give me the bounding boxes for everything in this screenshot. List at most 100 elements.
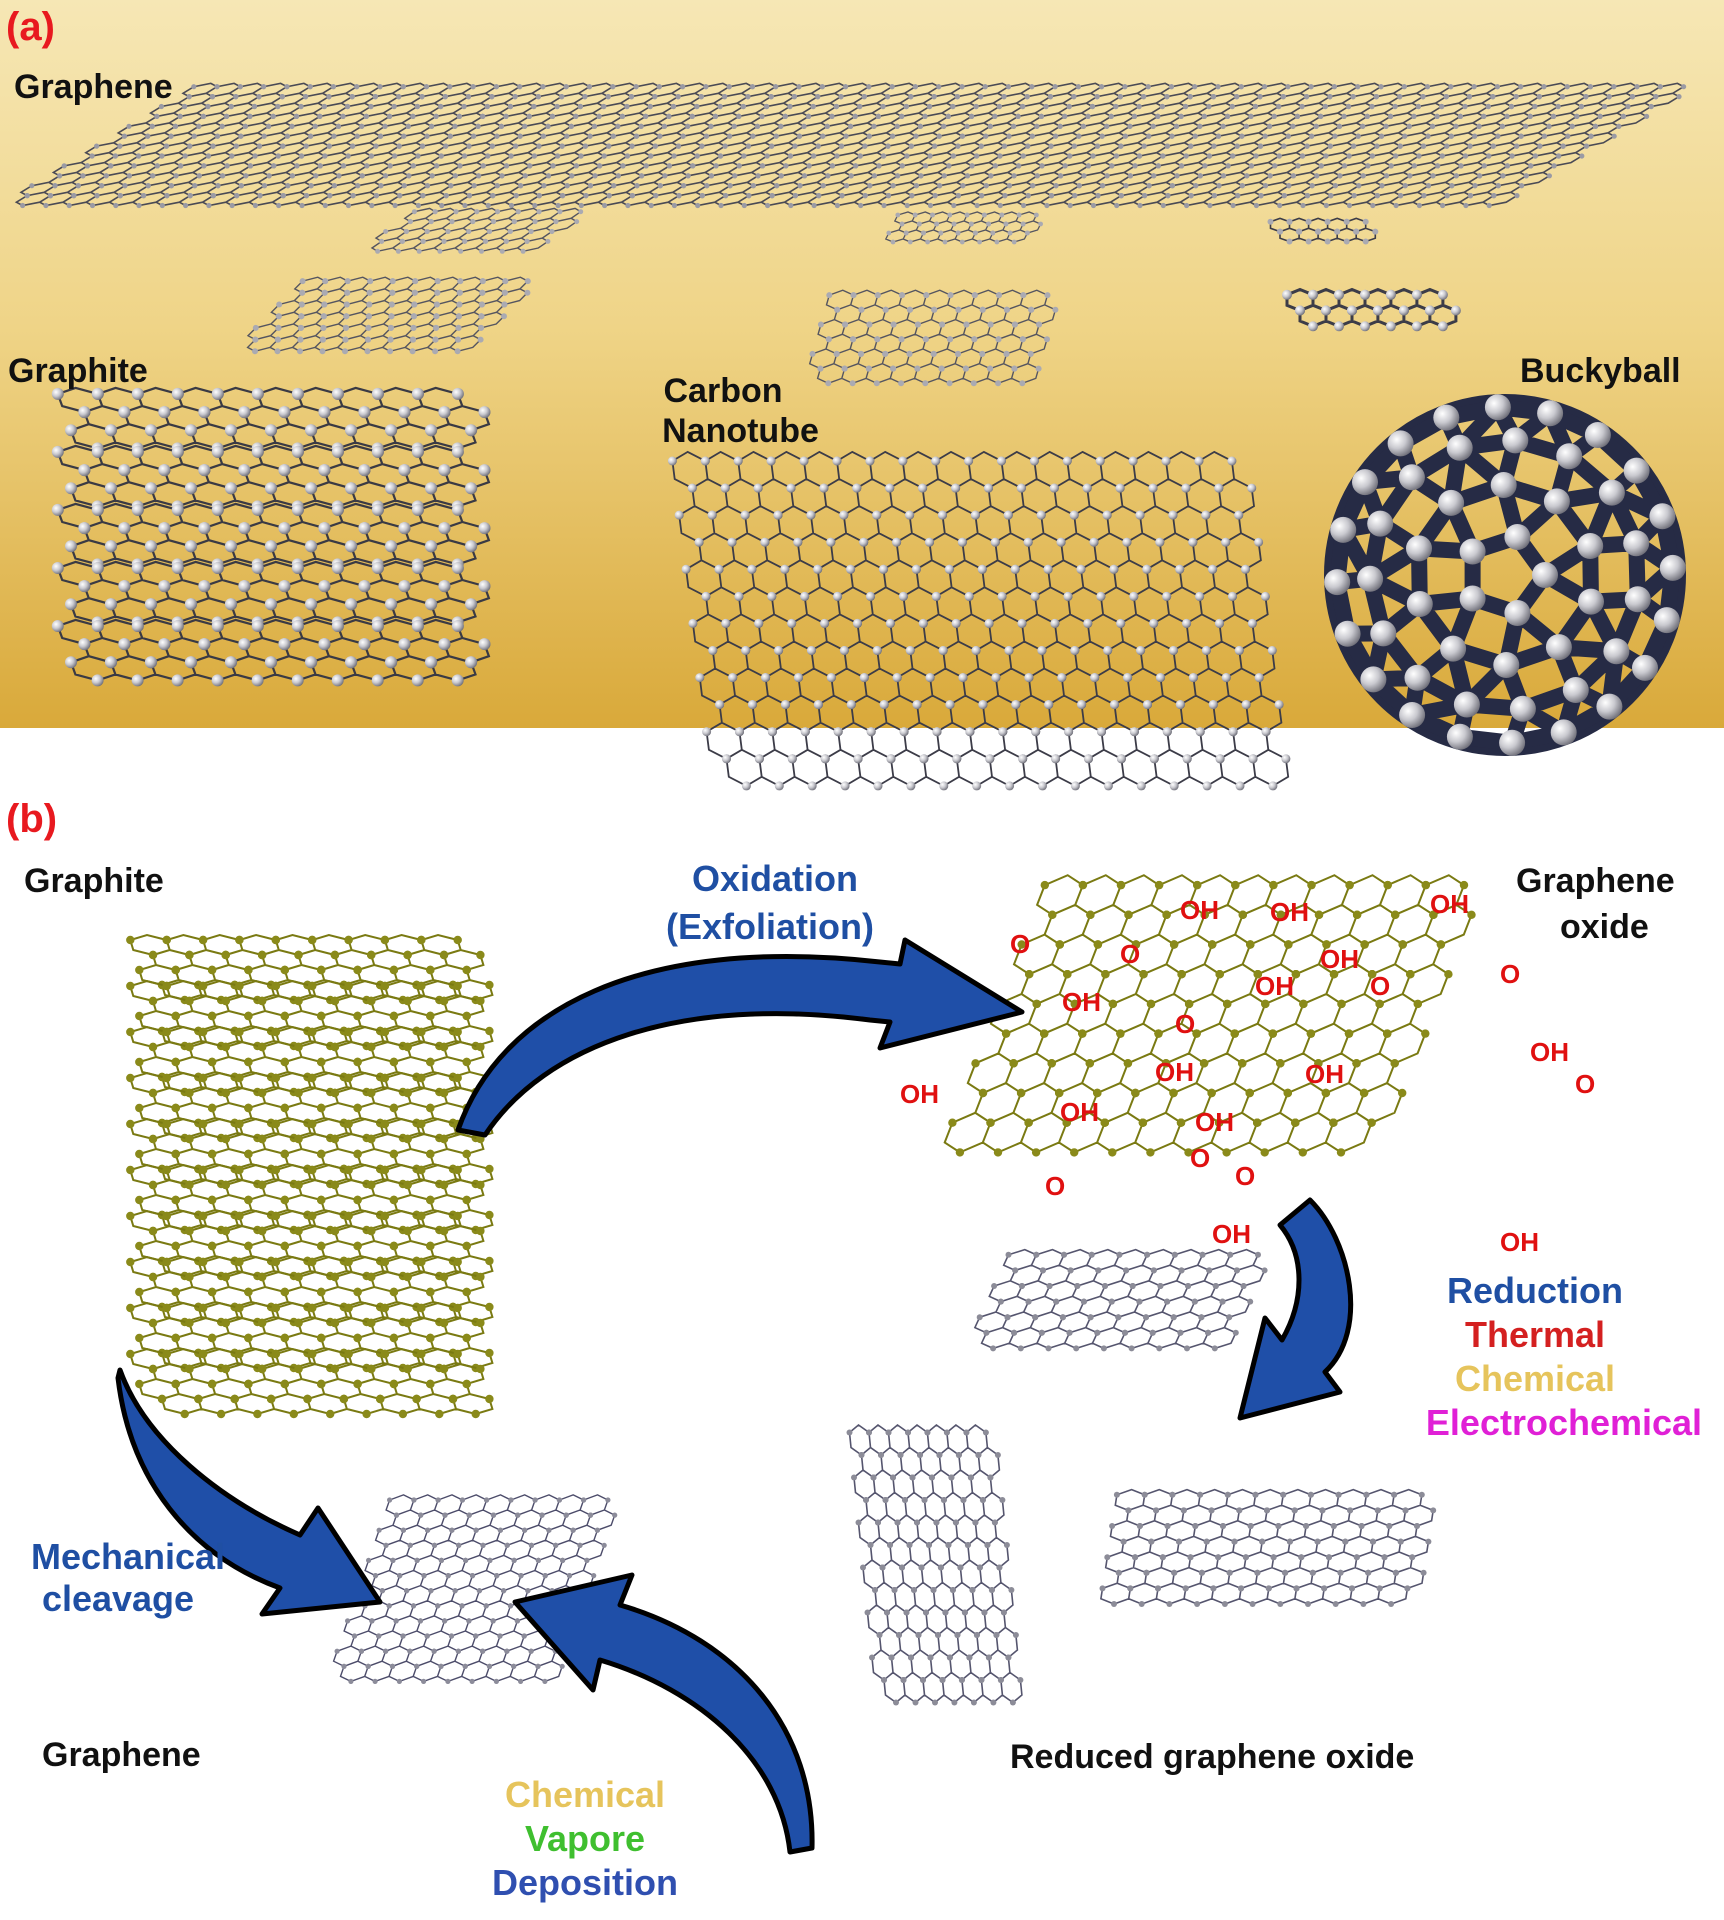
graphene-a-atom xyxy=(485,202,491,209)
graphene-a-atom xyxy=(918,173,924,179)
graphene-a-atom xyxy=(913,183,920,189)
graphene-a-atom xyxy=(159,202,165,209)
cnt-flake-top-atom xyxy=(994,239,1000,245)
graphene-a-atom xyxy=(1416,202,1422,209)
graphene-a-atom xyxy=(1443,94,1449,100)
graphene-a-atom xyxy=(1491,193,1497,199)
graphene-a-atom xyxy=(1401,84,1407,90)
graphite-a-top-atom xyxy=(407,219,413,225)
buckyball-atom xyxy=(1433,404,1460,431)
graphene-a-atom xyxy=(703,133,710,139)
graphene-a-atom xyxy=(1230,153,1236,159)
cnt-flake-top-atom xyxy=(912,212,918,218)
graphite-b-layer-atom xyxy=(462,1011,471,1021)
graphite-a-layer-atom xyxy=(451,503,464,516)
buckyball-atom xyxy=(1387,430,1414,457)
graphite-a-top-atom xyxy=(524,238,530,244)
cnt-atom xyxy=(1044,700,1054,710)
graphite-b-layer-atom xyxy=(426,1057,435,1067)
graphite-b-layer-atom xyxy=(185,950,194,960)
graphene-a-atom xyxy=(326,94,332,100)
graphene-a-atom xyxy=(582,143,589,149)
graphene-a-atom xyxy=(331,133,337,139)
cnt-atom xyxy=(786,483,796,493)
graphene-a-atom xyxy=(465,94,472,100)
cnt-atom xyxy=(1168,510,1178,520)
graphene-a-atom xyxy=(848,123,854,129)
graphene-a-atom xyxy=(178,163,184,169)
graphene-a-atom xyxy=(1090,202,1097,209)
cnt-atom xyxy=(938,510,947,520)
graphene-a-atom xyxy=(1448,84,1454,90)
bucky-frag-atom xyxy=(1437,289,1448,300)
graphene-a-atom xyxy=(1393,202,1399,209)
graphene-a-atom xyxy=(708,173,715,179)
graphene-a-atom xyxy=(1118,143,1124,149)
graphene-a-atom xyxy=(1564,84,1570,90)
graphene-a-atom xyxy=(708,123,714,129)
graphite-b-layer-atom xyxy=(317,1011,326,1021)
graphene-a-atom xyxy=(680,84,686,90)
graphene-a-atom xyxy=(1425,183,1432,189)
cnt-atom xyxy=(1062,456,1072,466)
graphite-a-layer-atom xyxy=(131,503,144,516)
graphene-a-atom xyxy=(717,103,723,110)
graphene-a-atom xyxy=(629,193,636,199)
graphite-b-layer-atom xyxy=(417,1211,426,1221)
graphene-a-atom xyxy=(354,133,360,139)
graphite-b-layer-atom xyxy=(280,965,289,975)
cnt-flake-mid-atom xyxy=(995,380,1002,387)
bucky-frag-atom xyxy=(1450,305,1461,316)
buckyball-atom xyxy=(1370,620,1397,647)
graphene-a-atom xyxy=(960,183,966,189)
buckyball-atom xyxy=(1509,695,1536,722)
graphene-a-atom xyxy=(666,163,673,169)
cnt-atom xyxy=(840,781,850,791)
graphene-a-atom xyxy=(652,94,658,100)
cnt-atom xyxy=(767,727,777,737)
graphene-a-atom xyxy=(820,183,826,189)
graphene-a-atom xyxy=(815,94,821,100)
graphite-b-layer-atom xyxy=(462,1195,471,1205)
graphene-a-atom xyxy=(1234,94,1240,100)
buckyball-atom xyxy=(1490,472,1517,498)
cnt-atom xyxy=(740,510,750,520)
graphene-a-atom xyxy=(586,84,593,90)
graphene-a-atom xyxy=(750,133,756,139)
graphene-a-atom xyxy=(401,133,407,139)
graphite-b-layer-atom xyxy=(135,1287,144,1297)
graphene-a-atom xyxy=(996,103,1003,110)
graphite-b-layer-atom xyxy=(271,1165,280,1175)
graphite-b-layer-atom xyxy=(126,1303,135,1313)
graphite-a-layer-atom xyxy=(438,580,451,593)
graphene-a-atom xyxy=(1071,143,1077,149)
graphite-b-layer-atom xyxy=(476,1272,485,1282)
graphene-a-atom xyxy=(602,202,608,209)
graphene-a-atom xyxy=(1117,94,1123,100)
graphite-a-layer-atom xyxy=(465,424,478,437)
buckyball-atom xyxy=(1399,702,1426,728)
graphite-a-layer-atom xyxy=(131,620,144,632)
graphite-b-layer-atom xyxy=(135,1103,144,1113)
cnt-atom xyxy=(905,510,915,520)
graphene-a-atom xyxy=(526,113,532,119)
graphene-a-atom xyxy=(312,123,318,129)
graphite-b-layer-atom xyxy=(426,1011,435,1021)
graphene-a-atom xyxy=(219,123,225,129)
graphene-a-atom xyxy=(308,133,314,139)
cnt-atom xyxy=(754,754,764,764)
graphite-a-top-atom xyxy=(453,209,459,215)
graphene-a-atom xyxy=(815,143,821,149)
cnt-atom xyxy=(885,483,895,493)
graphene-a-atom xyxy=(1541,84,1547,90)
graphene-a-atom xyxy=(1434,113,1440,119)
graphene-a-atom xyxy=(247,113,253,119)
graphene-a-atom xyxy=(349,94,355,100)
cnt-flake-mid-atom xyxy=(906,350,913,357)
graphene-a-atom xyxy=(126,173,132,179)
cnt-flake-top-atom xyxy=(938,230,944,236)
graphene-a-atom xyxy=(43,202,49,209)
graphite-a-layer-atom xyxy=(211,445,224,458)
graphene-a-atom xyxy=(931,94,937,100)
graphene-a-atom xyxy=(1257,94,1263,100)
